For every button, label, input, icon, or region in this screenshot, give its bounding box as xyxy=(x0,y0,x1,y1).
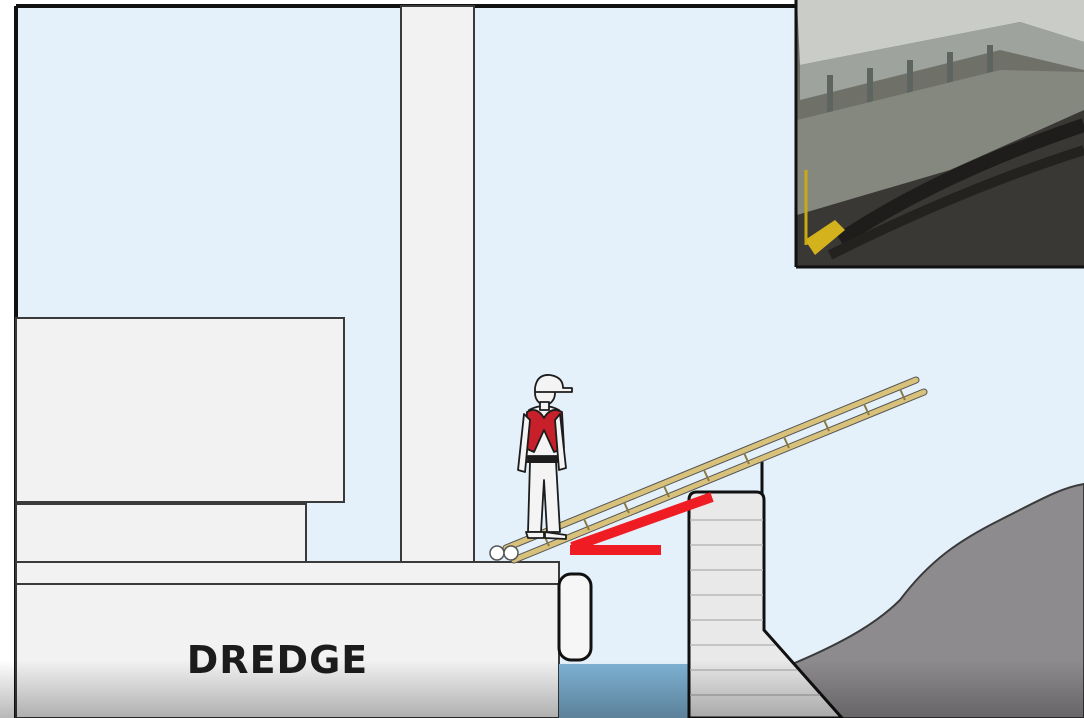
inset-photo xyxy=(796,0,1084,267)
dredge-cabin-upper xyxy=(16,318,344,502)
dredge-deck xyxy=(16,562,559,584)
ladder-wheel-icon xyxy=(490,546,504,560)
dredge-cabin-lower xyxy=(16,504,306,562)
water xyxy=(559,664,689,718)
dredge-label: DREDGE xyxy=(170,636,385,684)
dredge-mast xyxy=(401,6,474,562)
ladder-wheel-icon xyxy=(504,546,518,560)
hull-fender xyxy=(559,574,591,660)
